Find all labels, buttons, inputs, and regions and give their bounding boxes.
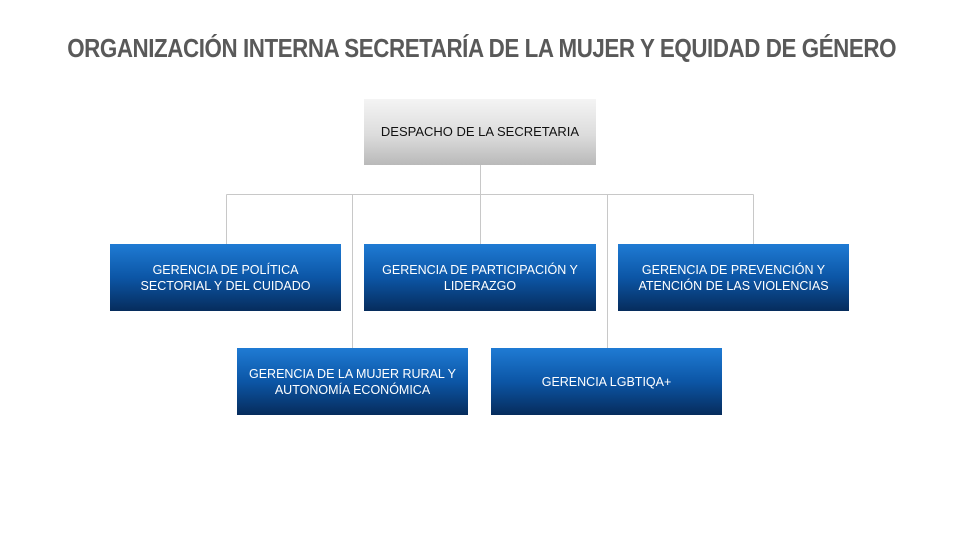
gerencia-participacion-box: GERENCIA DE PARTICIPACIÓN Y LIDERAZGO [364, 244, 596, 311]
gerencia-prevencion-box: GERENCIA DE PREVENCIÓN Y ATENCIÓN DE LAS… [618, 244, 849, 311]
gerencia-lgbtiqa-label: GERENCIA LGBTIQA+ [541, 374, 672, 389]
gerencia-politica-box: GERENCIA DE POLÍTICA SECTORIAL Y DEL CUI… [110, 244, 341, 311]
gerencia-lgbtiqa-box: GERENCIA LGBTIQA+ [491, 348, 722, 415]
gerencia-participacion-label: GERENCIA DE PARTICIPACIÓN Y LIDERAZGO [382, 262, 578, 293]
gerencia-prevencion-label: GERENCIA DE PREVENCIÓN Y ATENCIÓN DE LAS… [638, 262, 829, 293]
despacho-secretaria-box: DESPACHO DE LA SECRETARIA [364, 99, 596, 165]
gerencia-mujer-rural-box: GERENCIA DE LA MUJER RURAL Y AUTONOMÍA E… [237, 348, 468, 415]
gerencia-politica-label: GERENCIA DE POLÍTICA SECTORIAL Y DEL CUI… [140, 262, 311, 293]
despacho-secretaria-label: DESPACHO DE LA SECRETARIA [380, 124, 580, 139]
chart-title: ORGANIZACIÓN INTERNA SECRETARÍA DE LA MU… [67, 33, 897, 63]
gerencia-mujer-rural-label: GERENCIA DE LA MUJER RURAL Y AUTONOMÍA E… [248, 366, 456, 397]
